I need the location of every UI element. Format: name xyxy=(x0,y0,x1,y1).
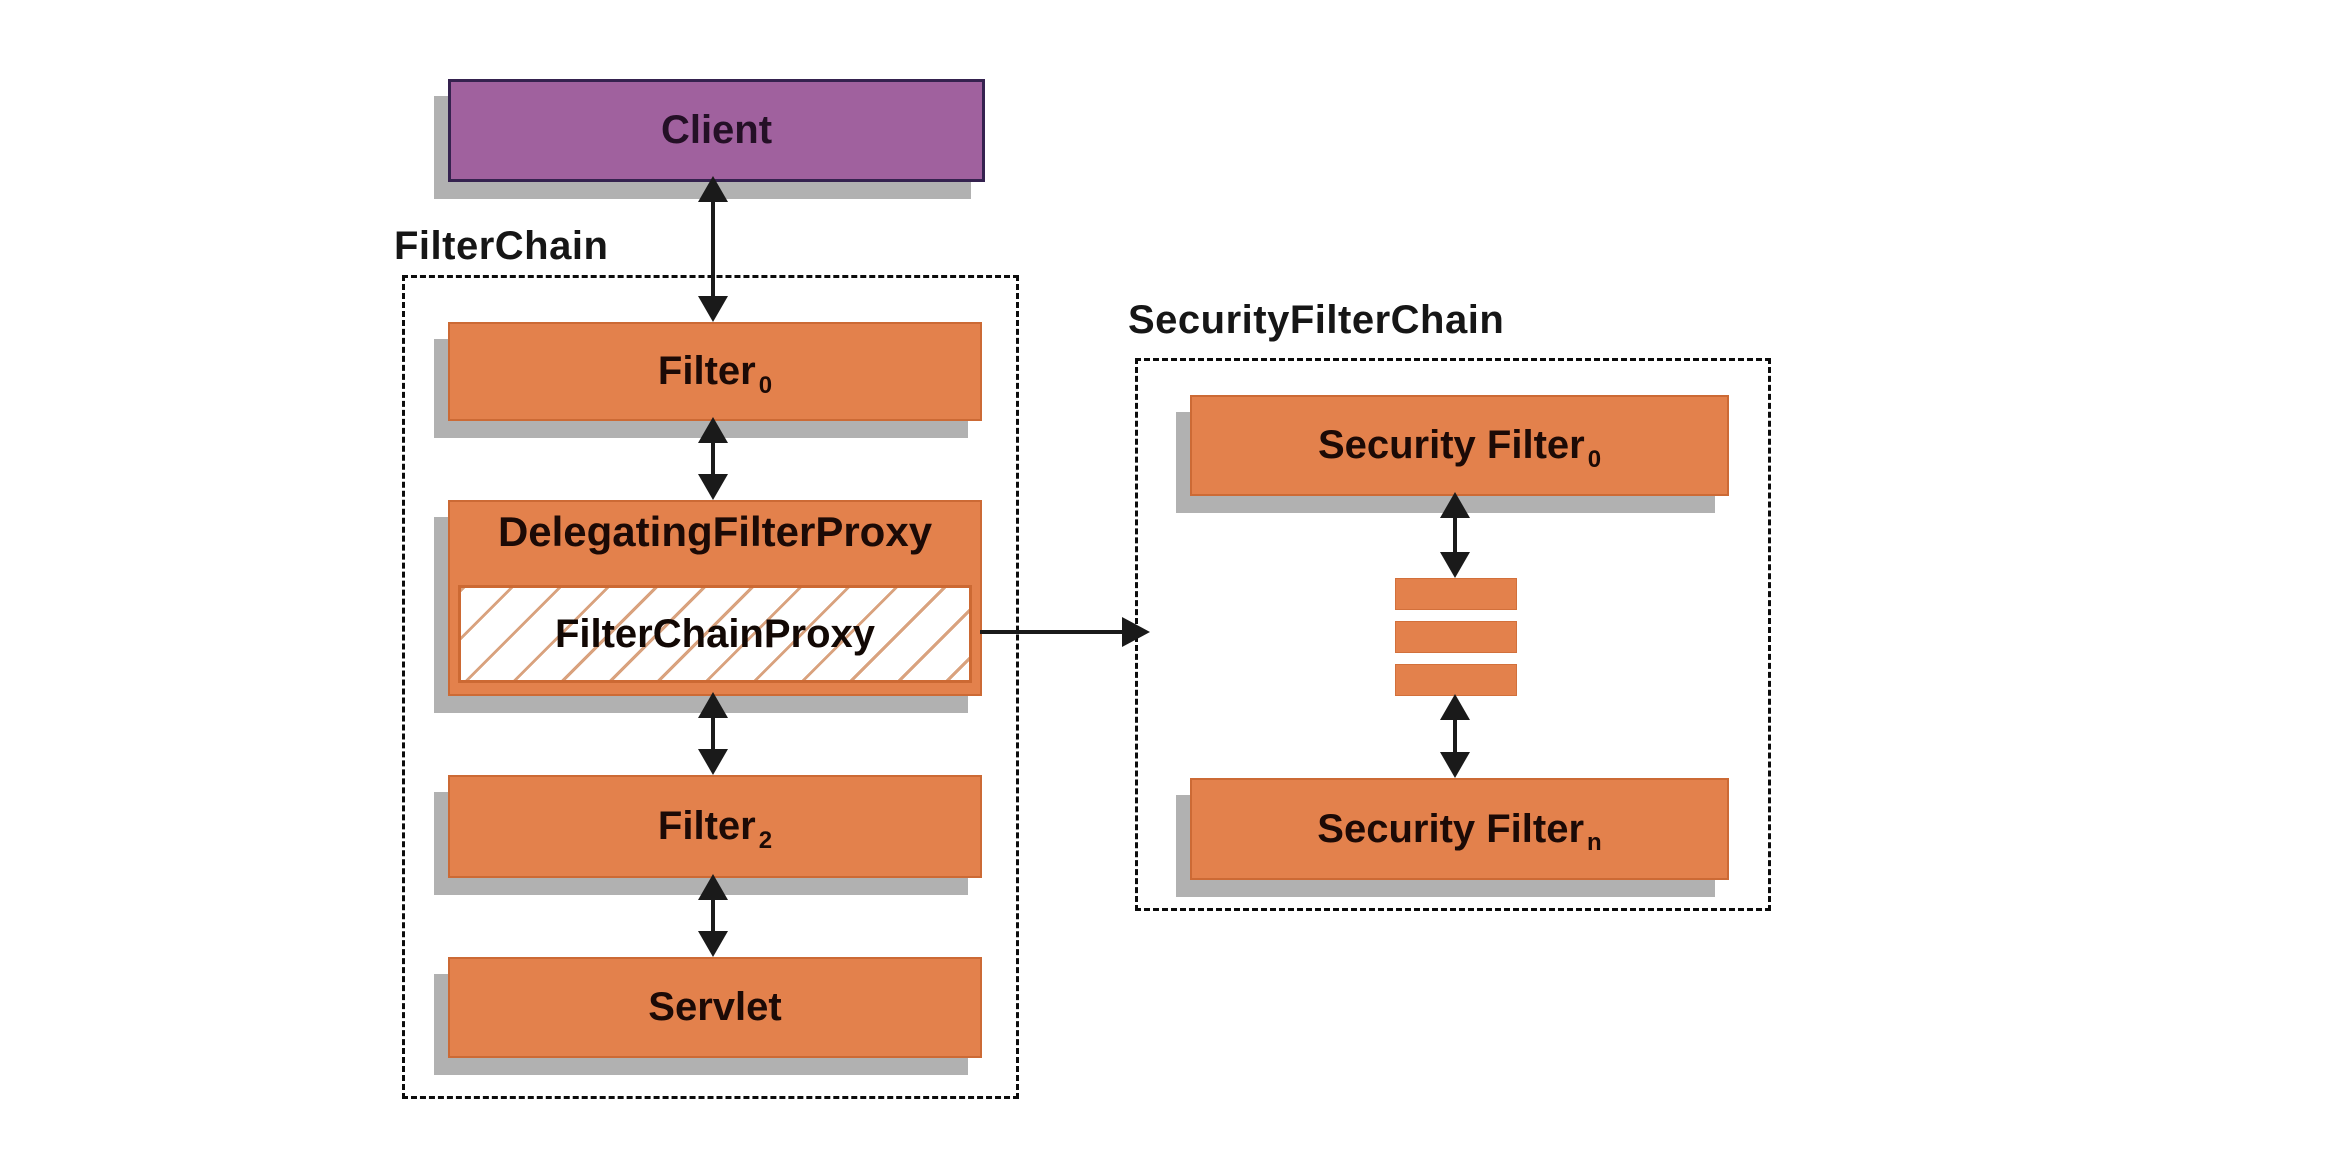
arrowhead-right-icon xyxy=(1122,617,1150,647)
delegating-filter-proxy-box: DelegatingFilterProxy FilterChainProxy xyxy=(448,500,982,696)
filter0-label: Filter xyxy=(657,349,756,393)
filterchainproxy-filter2-arrow xyxy=(697,692,729,775)
servlet-box: Servlet xyxy=(448,957,982,1058)
filter2-label: Filter xyxy=(657,804,756,848)
securityfilter0-ellipsis-arrow xyxy=(1439,492,1471,578)
filter0-subscript: 0 xyxy=(758,371,773,399)
arrowhead-down-icon xyxy=(698,931,728,957)
ellipsis-bar-icon xyxy=(1395,621,1517,653)
filter2-subscript: 2 xyxy=(758,826,773,854)
filterchainproxy-securityfilterchain-arrow xyxy=(980,616,1150,648)
client-filter0-arrow xyxy=(697,176,729,322)
security-filter0-subscript: 0 xyxy=(1587,445,1602,473)
security-filter0-label: Security Filter xyxy=(1317,423,1585,467)
ellipsis-bar-icon xyxy=(1395,664,1517,696)
filterchain-group xyxy=(402,275,1019,1099)
filter0-delegatingfilterproxy-arrow xyxy=(697,417,729,500)
ellipsis-bar-icon xyxy=(1395,578,1517,610)
client-label: Client xyxy=(660,108,773,152)
arrowhead-down-icon xyxy=(1440,752,1470,778)
security-filtern-label: Security Filter xyxy=(1317,806,1585,851)
filter2-servlet-arrow xyxy=(697,874,729,957)
filter-chain-proxy-label: FilterChainProxy xyxy=(554,611,876,656)
filter-chain-proxy-box: FilterChainProxy xyxy=(458,585,972,683)
arrowhead-down-icon xyxy=(1440,552,1470,578)
arrowhead-down-icon xyxy=(698,749,728,775)
ellipsis-securityfiltern-arrow xyxy=(1439,694,1471,778)
client-box: Client xyxy=(448,79,985,182)
securityfilterchain-title: SecurityFilterChain xyxy=(1128,298,1505,342)
servlet-label: Servlet xyxy=(648,985,782,1029)
filterchain-title: FilterChain xyxy=(394,224,609,268)
arrowhead-down-icon xyxy=(698,296,728,322)
arrowhead-down-icon xyxy=(698,474,728,500)
delegating-filter-proxy-label: DelegatingFilterProxy xyxy=(497,508,933,555)
security-filtern-subscript: n xyxy=(1587,829,1602,856)
